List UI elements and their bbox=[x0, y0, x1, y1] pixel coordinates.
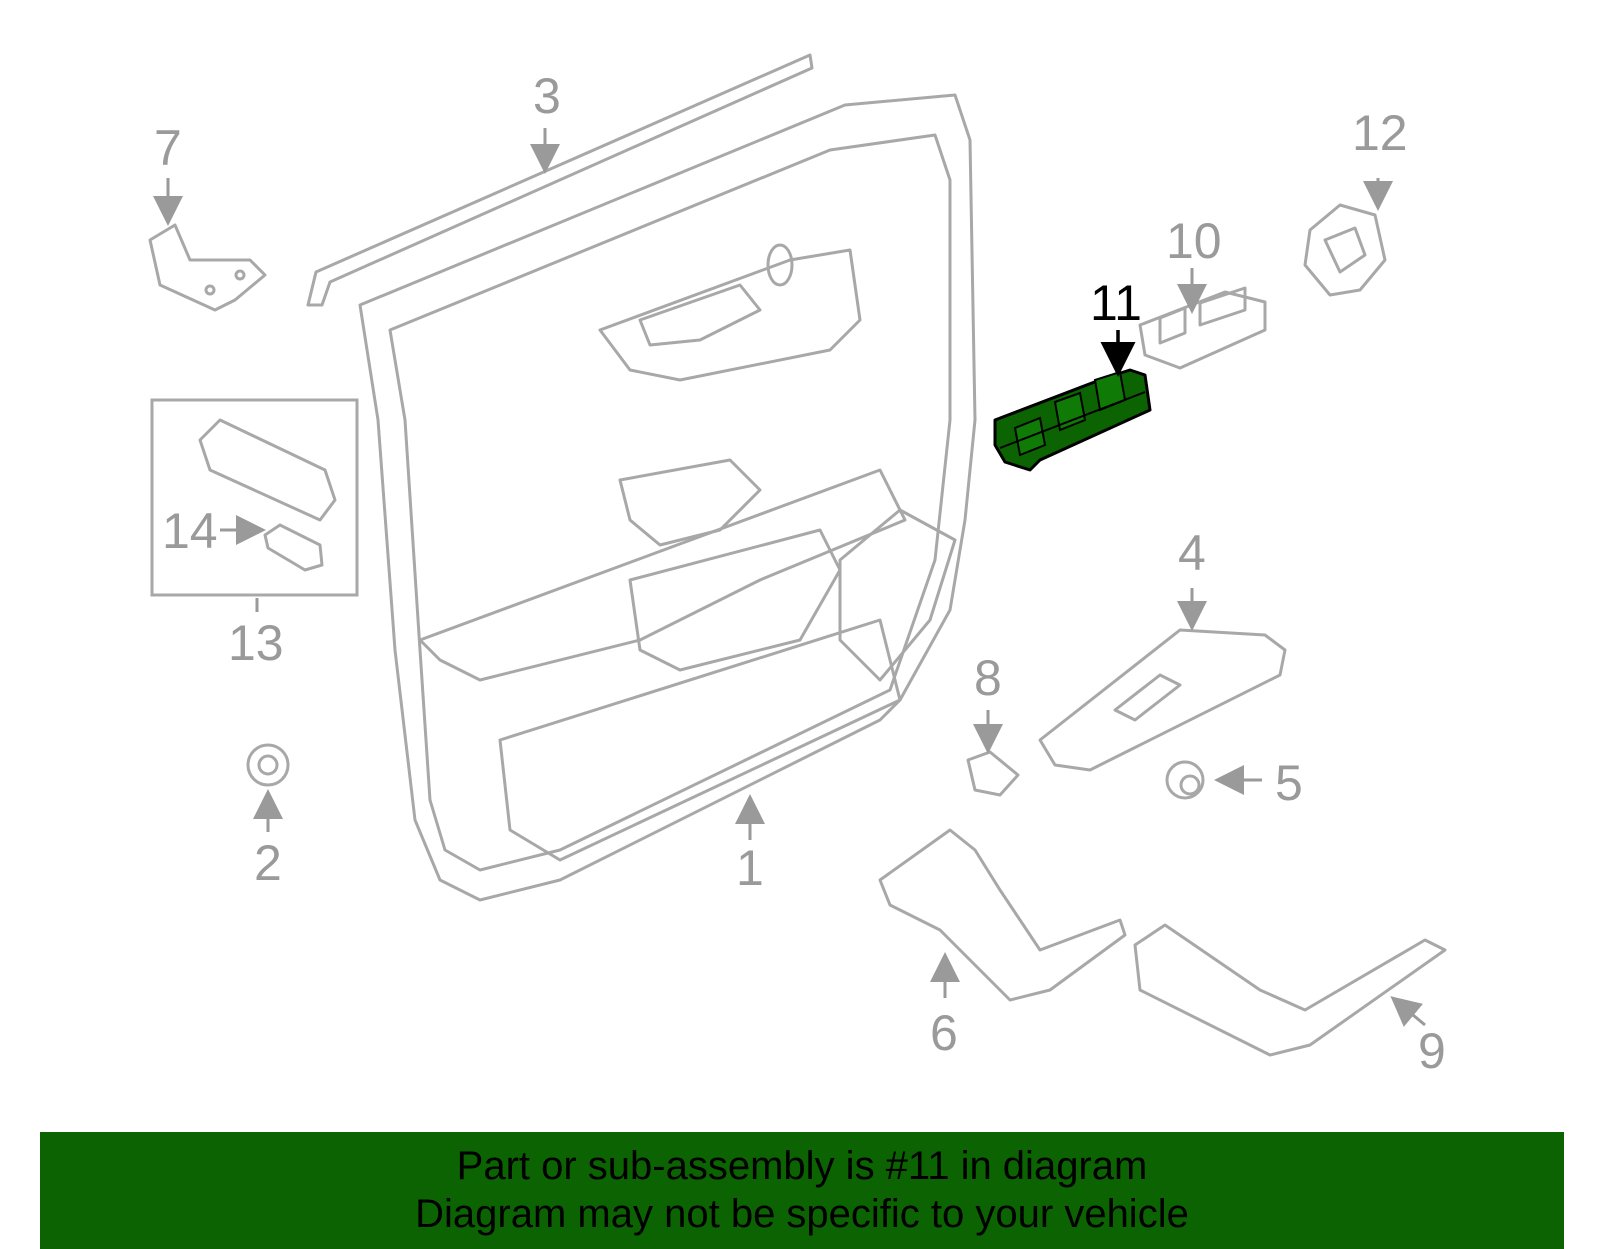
part-13-assembly-box bbox=[150, 398, 359, 597]
callout-6: 6 bbox=[930, 1005, 958, 1061]
part-5-cap bbox=[1165, 760, 1205, 800]
parts-diagram: 3 7 12 10 11 14 13 2 4 8 5 1 6 9 bbox=[148, 53, 1447, 1079]
callout-7: 7 bbox=[154, 120, 182, 176]
callout-4: 4 bbox=[1178, 525, 1206, 581]
callout-2: 2 bbox=[254, 835, 282, 891]
part-12-latch bbox=[1303, 203, 1387, 297]
callout-5: 5 bbox=[1275, 755, 1303, 811]
callout-13: 13 bbox=[228, 615, 284, 671]
banner-line-2: Diagram may not be specific to your vehi… bbox=[415, 1192, 1189, 1236]
part-10-switch bbox=[1138, 286, 1267, 370]
part-8-clip bbox=[966, 750, 1020, 797]
banner-line-1: Part or sub-assembly is #11 in diagram bbox=[456, 1144, 1148, 1188]
part-9-trim-strip bbox=[1133, 923, 1447, 1057]
part-11-window-switch bbox=[993, 368, 1152, 472]
callout-8: 8 bbox=[974, 650, 1002, 706]
callout-9: 9 bbox=[1418, 1023, 1446, 1079]
part-6-reinforcement bbox=[878, 828, 1127, 1002]
part-1-door-trim-panel bbox=[358, 93, 977, 902]
info-banner: Part or sub-assembly is #11 in diagram D… bbox=[40, 1132, 1564, 1249]
part-7-bracket bbox=[148, 223, 267, 312]
callout-12: 12 bbox=[1352, 105, 1408, 161]
callout-1: 1 bbox=[736, 840, 764, 896]
part-2-clip bbox=[246, 743, 290, 787]
callout-arrows bbox=[153, 128, 1426, 1027]
part-4-switch-bezel bbox=[1038, 628, 1287, 772]
callout-11: 11 bbox=[1090, 275, 1142, 331]
callout-10: 10 bbox=[1166, 213, 1222, 269]
part-3-weatherstrip bbox=[306, 53, 814, 307]
callout-14: 14 bbox=[162, 503, 218, 559]
callout-3: 3 bbox=[533, 68, 561, 124]
